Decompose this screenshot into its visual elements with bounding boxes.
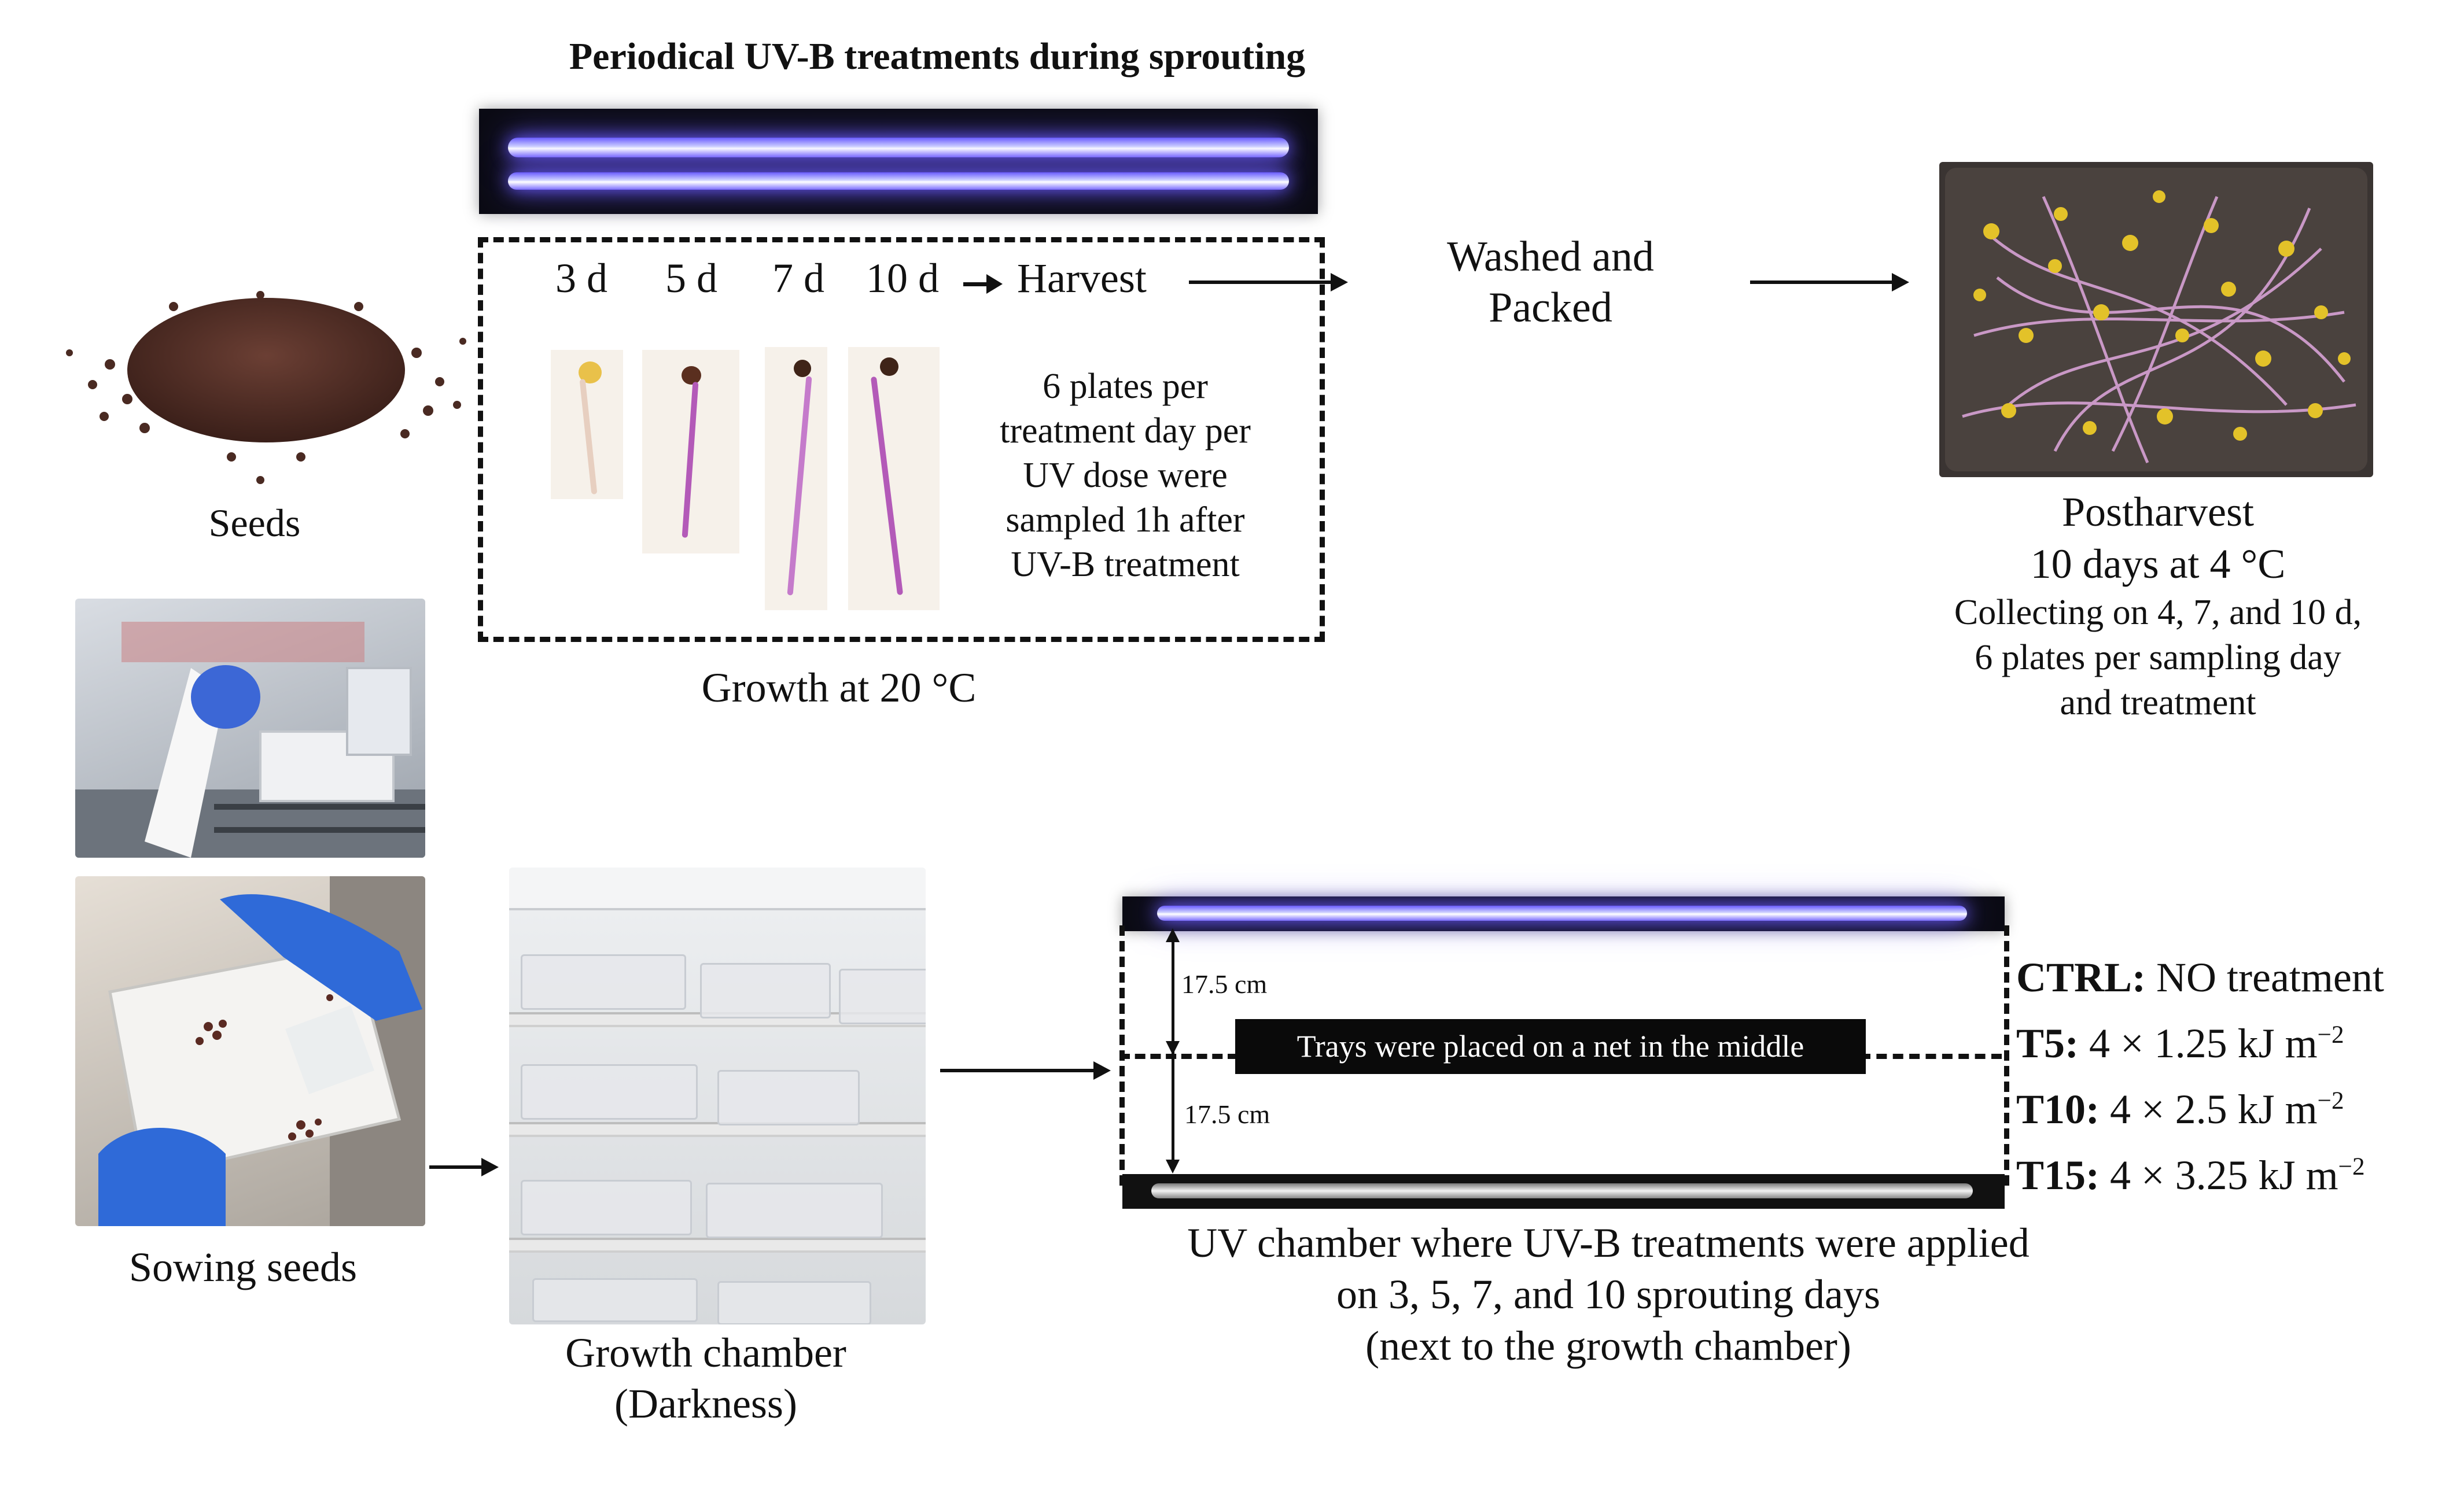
chamber-to-uv-arrow-head (1093, 1061, 1111, 1080)
sprout-day5-image (642, 350, 739, 553)
postharvest-plates: 6 plates per sampling day (1975, 638, 2341, 677)
distance-bottom-label: 17.5 cm (1184, 1099, 1270, 1129)
growth-dashed-box (478, 237, 1325, 642)
uv-chamber-caption-line: on 3, 5, 7, and 10 sprouting days (1336, 1271, 1880, 1318)
treatment-code: CTRL: (2016, 954, 2146, 1001)
treatment-list: CTRL: NO treatment T5: 4 × 1.25 kJ m−2 T… (2016, 949, 2456, 1204)
treatment-t10: T10: 4 × 2.5 kJ m−2 (2016, 1072, 2456, 1138)
treatment-ctrl: CTRL: NO treatment (2016, 949, 2456, 1006)
harvest-arrow-line (963, 282, 989, 286)
postharvest-info: Postharvest 10 days at 4 °C Collecting o… (1903, 486, 2413, 725)
uv-chamber-bottom-lamp (1122, 1174, 2005, 1209)
treatment-t15: T15: 4 × 3.25 kJ m−2 (2016, 1138, 2456, 1204)
harvest-to-washed-arrow-line (1189, 281, 1334, 284)
treatment-exponent: −2 (2338, 1153, 2365, 1180)
uv-chamber-top-lamp (1122, 896, 2005, 931)
distance-top-label: 17.5 cm (1181, 969, 1268, 999)
seeds-label: Seeds (208, 501, 301, 545)
sampling-note-line: UV-B treatment (1011, 545, 1240, 584)
treatment-code: T15: (2016, 1152, 2100, 1198)
washed-label-line: Washed and (1447, 233, 1654, 281)
treatment-desc: 4 × 2.5 kJ m (2110, 1086, 2318, 1132)
growth-chamber-label-line: Growth chamber (565, 1330, 846, 1376)
distance-marker-head-up (1166, 928, 1180, 942)
uv-tube-lower (508, 172, 1289, 190)
sowing-seeds-label: Sowing seeds (129, 1244, 357, 1290)
seeds-pile-image (66, 291, 466, 484)
washed-packed-label: Washed and Packed (1388, 231, 1712, 333)
sowing-to-chamber-arrow-head (481, 1158, 499, 1176)
treatment-desc: 4 × 3.25 kJ m (2110, 1152, 2338, 1198)
treatment-code: T5: (2016, 1020, 2079, 1066)
postharvest-treatment: and treatment (2060, 683, 2256, 722)
sprout-day10-image (848, 347, 940, 610)
uv-chamber-net-line-right (1860, 1054, 2002, 1059)
treatment-exponent: −2 (2317, 1021, 2344, 1049)
sprout-day3-image (551, 350, 623, 499)
harvest-label: Harvest (1017, 255, 1147, 301)
postharvest-collecting: Collecting on 4, 7, and 10 d, (1954, 593, 2362, 632)
tray-note-banner: Trays were placed on a net in the middle (1235, 1019, 1866, 1074)
uv-tube-upper (508, 138, 1289, 157)
washed-to-postharvest-arrow-line (1750, 281, 1895, 284)
treatment-exponent: −2 (2317, 1087, 2344, 1114)
sowing-photo-bottom (75, 876, 425, 1226)
washed-to-postharvest-arrow-head (1892, 273, 1909, 291)
harvest-arrow-head (986, 274, 1003, 294)
washed-label-line: Packed (1489, 284, 1612, 331)
chamber-to-uv-arrow-line (940, 1069, 1096, 1072)
treatment-desc: 4 × 1.25 kJ m (2089, 1020, 2318, 1066)
postharvest-sprouts-image (1939, 162, 2373, 477)
uv-chamber-caption: UV chamber where UV-B treatments were ap… (1088, 1217, 2129, 1372)
sampling-note-line: sampled 1h after (1006, 500, 1245, 540)
uv-chamber-caption-line: (next to the growth chamber) (1365, 1323, 1851, 1369)
distance-marker-head-down (1166, 1160, 1180, 1173)
sampling-note: 6 plates per treatment day per UV dose w… (955, 364, 1296, 587)
day-label-3: 3 d (555, 255, 607, 301)
sprout-day7-image (765, 347, 827, 610)
tray-note-text: Trays were placed on a net in the middle (1297, 1029, 1804, 1064)
growth-chamber-label-line: (Darkness) (614, 1381, 797, 1427)
uv-chamber-top-tube (1157, 906, 1967, 921)
day-label-10: 10 d (866, 255, 939, 301)
day-label-5: 5 d (665, 255, 717, 301)
uv-lamp-top-image (479, 109, 1318, 214)
harvest-to-washed-arrow-head (1331, 273, 1348, 291)
day-label-7: 7 d (772, 255, 824, 301)
sampling-note-line: treatment day per (1000, 411, 1251, 451)
treatment-code: T10: (2016, 1086, 2100, 1132)
uv-chamber-caption-line: UV chamber where UV-B treatments were ap… (1187, 1220, 2030, 1266)
sowing-to-chamber-arrow-line (429, 1165, 484, 1169)
growth-chamber-label: Growth chamber (Darkness) (498, 1327, 914, 1429)
postharvest-duration: 10 days at 4 °C (2030, 541, 2286, 587)
treatment-desc: NO treatment (2156, 954, 2384, 1001)
postharvest-title: Postharvest (2062, 489, 2254, 535)
distance-marker-head-mid (1166, 1041, 1180, 1055)
growth-chamber-image (509, 868, 926, 1324)
treatment-t5: T5: 4 × 1.25 kJ m−2 (2016, 1006, 2456, 1072)
growth-temperature-label: Growth at 20 °C (701, 665, 977, 711)
sowing-photo-top (75, 599, 425, 858)
sampling-note-line: 6 plates per (1043, 367, 1208, 406)
uv-chamber-net-line-left (1119, 1054, 1238, 1059)
sampling-note-line: UV dose were (1023, 456, 1228, 495)
uv-treatment-title: Periodical UV-B treatments during sprout… (569, 35, 1306, 78)
